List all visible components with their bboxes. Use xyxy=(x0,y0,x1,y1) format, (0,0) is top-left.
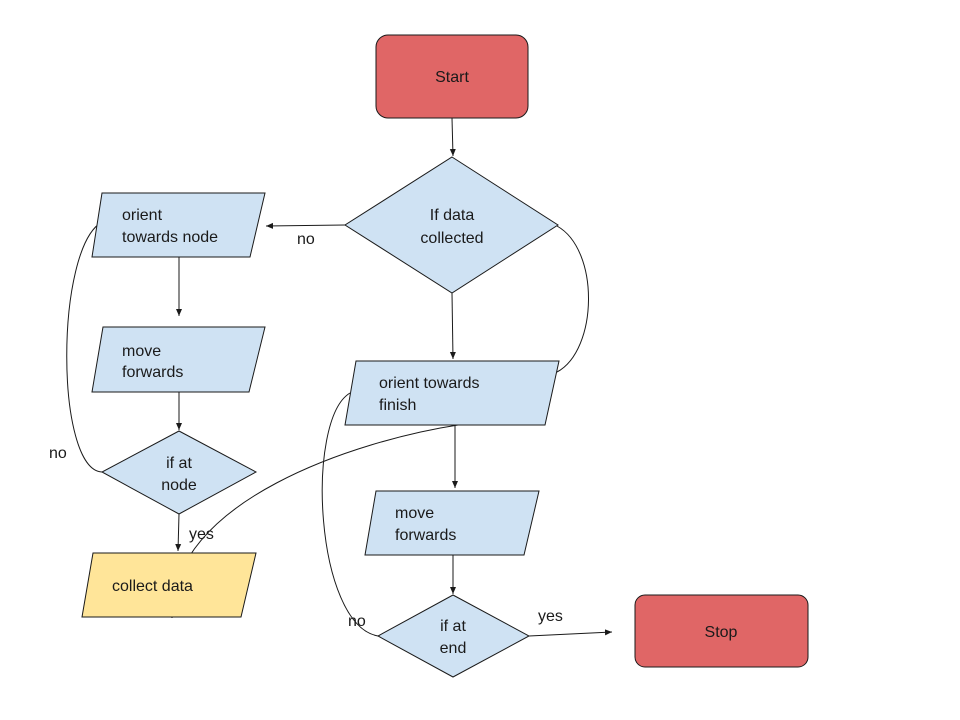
node-stop-text: Stop xyxy=(705,624,738,641)
node-orient-towards-node: orient towards node xyxy=(91,192,266,258)
node-if-at-node-text-2: node xyxy=(161,477,197,494)
edge-label-yes-left: yes xyxy=(189,526,214,543)
node-if-data-collected-text-1: If data xyxy=(430,207,475,224)
edge-if-at-node-loop-no xyxy=(66,221,103,473)
node-collect-data: collect data xyxy=(81,552,257,618)
node-move-forwards-right-text-1: move xyxy=(395,505,434,522)
node-start: Start xyxy=(375,34,529,119)
edge-label-no-left: no xyxy=(49,445,67,462)
node-move-forwards-right-text-2: forwards xyxy=(395,527,456,544)
node-if-at-end: if at end xyxy=(376,594,531,678)
node-stop: Stop xyxy=(634,594,809,668)
node-if-data-collected: If data collected xyxy=(344,156,559,294)
connectors xyxy=(66,117,613,637)
edge-decision-curve-to-orient-finish xyxy=(556,225,589,373)
edge-decision-to-orient-node xyxy=(265,222,346,229)
node-if-at-end-text-1: if at xyxy=(440,618,466,635)
edge-label-no-top: no xyxy=(297,231,315,248)
edge-label-no-bottom: no xyxy=(348,613,366,630)
node-orient-towards-finish: orient towards finish xyxy=(344,360,560,426)
edge-start-to-decision xyxy=(449,117,456,157)
edge-if-at-node-to-collect xyxy=(175,513,182,552)
node-move-forwards-right: move forwards xyxy=(364,490,540,556)
node-orient-towards-node-text-1: orient xyxy=(122,207,163,224)
node-move-forwards-left-text-1: move xyxy=(122,343,161,360)
edge-if-at-end-to-stop xyxy=(528,629,613,637)
edge-if-at-end-loop-no xyxy=(321,392,379,637)
node-move-forwards-left: move forwards xyxy=(91,326,266,393)
node-orient-towards-finish-text-2: finish xyxy=(379,397,416,414)
node-if-at-end-text-2: end xyxy=(440,640,467,657)
node-move-forwards-left-text-2: forwards xyxy=(122,364,183,381)
node-if-at-node-text-1: if at xyxy=(166,455,192,472)
node-orient-towards-node-text-2: towards node xyxy=(122,229,218,246)
edge-decision-to-orient-finish xyxy=(449,292,456,360)
node-if-at-node: if at node xyxy=(100,430,258,515)
node-if-data-collected-text-2: collected xyxy=(420,230,483,247)
node-collect-data-text: collect data xyxy=(112,578,193,595)
edge-label-yes-right: yes xyxy=(538,608,563,625)
node-start-text: Start xyxy=(435,69,469,86)
node-orient-towards-finish-text-1: orient towards xyxy=(379,375,480,392)
